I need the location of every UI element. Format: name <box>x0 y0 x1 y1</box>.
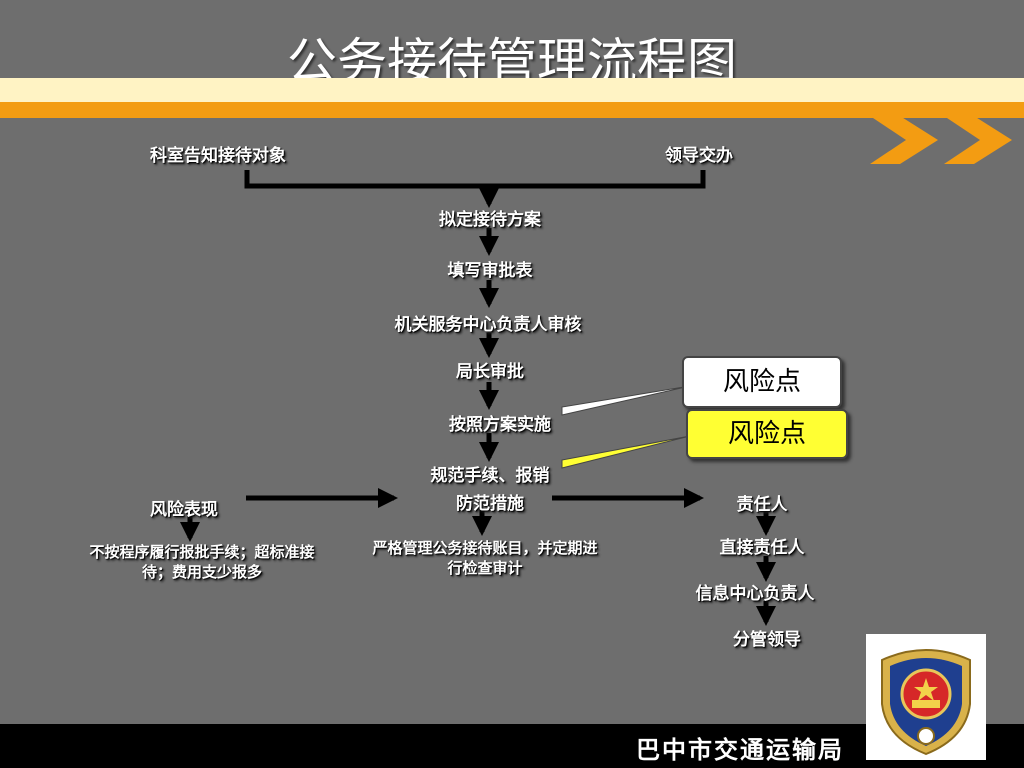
step-center-review: 机关服务中心负责人审核 <box>394 315 582 335</box>
prevention-detail: 严格管理公务接待账目，并定期进行检查审计 <box>372 539 598 577</box>
direct-responsible-person: 直接责任人 <box>719 538 805 558</box>
risk-detail: 不按程序履行报批手续；超标准接待；费用支少报多 <box>89 543 315 581</box>
double-chevron-right-icon <box>870 116 1012 164</box>
responsible-person: 责任人 <box>736 495 788 515</box>
header-band-orange <box>0 102 1024 118</box>
risk-label: 风险表现 <box>150 500 218 520</box>
risk-point-callout-white: 风险点 <box>682 356 842 408</box>
step-leader-assign: 领导交办 <box>665 146 733 166</box>
step-implement: 按照方案实施 <box>449 415 551 435</box>
police-emblem-icon <box>881 649 971 756</box>
step-reimburse: 规范手续、报销 <box>430 466 550 486</box>
header-band-light <box>0 78 1024 102</box>
footer-organization: 巴中市交通运输局 <box>636 736 844 764</box>
emblem-frame <box>866 634 986 760</box>
info-center-head: 信息中心负责人 <box>695 584 815 604</box>
supervising-leader: 分管领导 <box>733 630 801 650</box>
prevention-label: 防范措施 <box>456 494 524 514</box>
step-draft-plan: 拟定接待方案 <box>439 210 541 230</box>
step-fill-form: 填写审批表 <box>447 261 533 281</box>
risk-point-callout-yellow: 风险点 <box>686 409 848 459</box>
footer-bar <box>0 724 1024 768</box>
step-notify-guest: 科室告知接待对象 <box>150 146 286 166</box>
step-director-approval: 局长审批 <box>456 362 524 382</box>
